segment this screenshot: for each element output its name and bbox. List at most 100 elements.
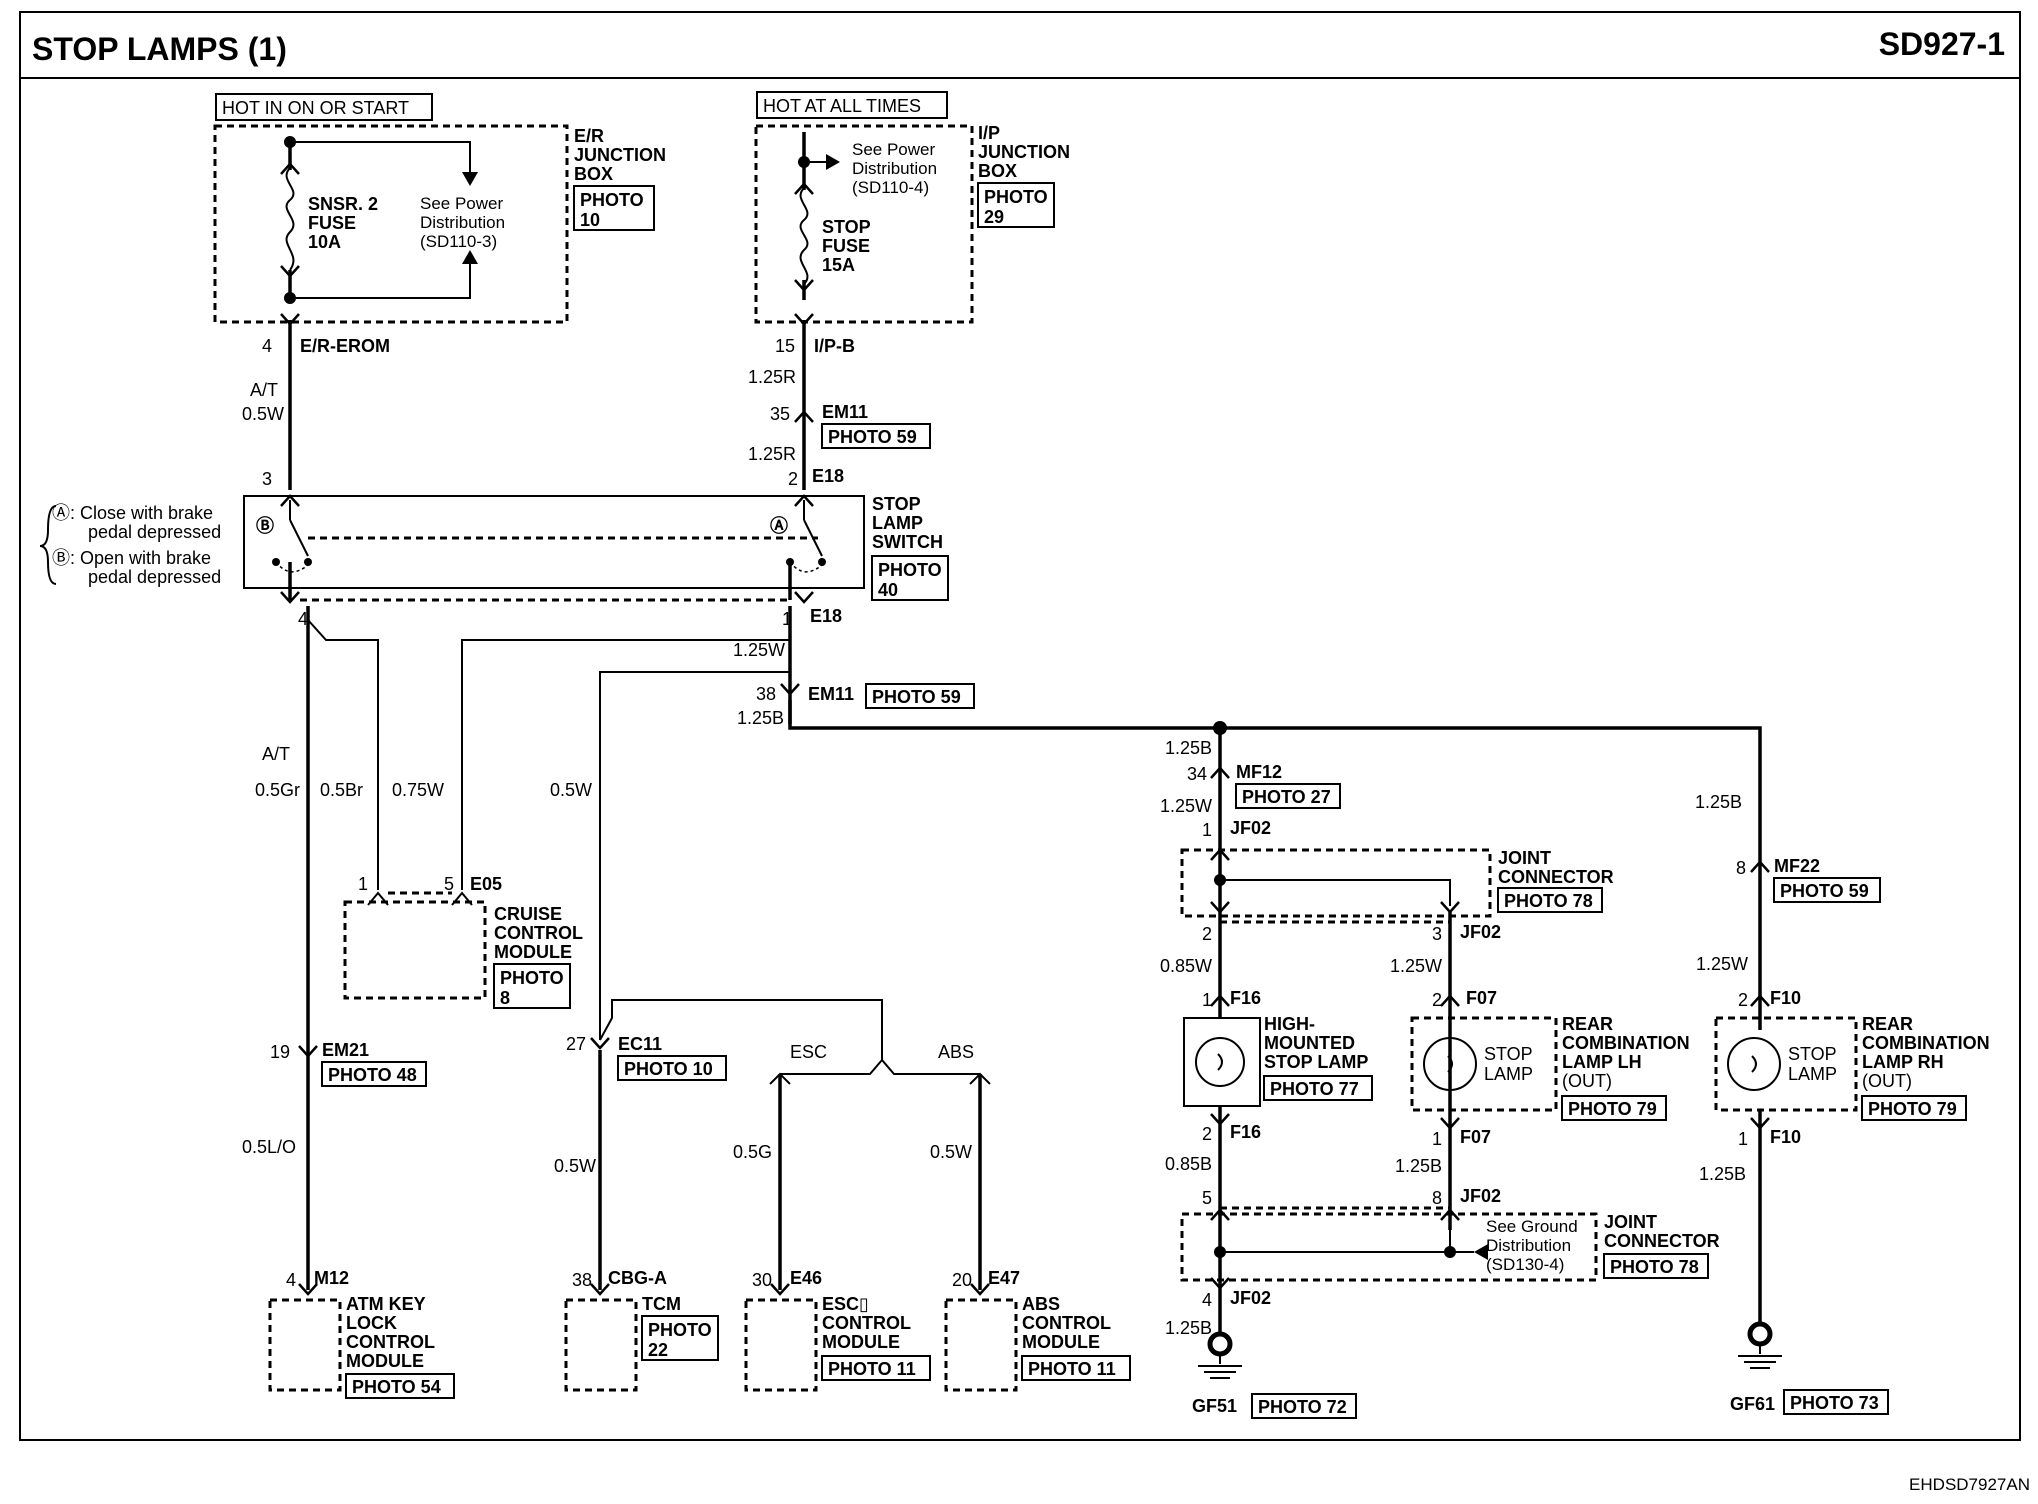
svg-text:COMBINATION: COMBINATION (1862, 1033, 1990, 1053)
svg-text:ABS: ABS (1022, 1294, 1060, 1314)
svg-text:1.25B: 1.25B (1699, 1164, 1746, 1184)
svg-text:0.75W: 0.75W (392, 780, 444, 800)
svg-text:0.5W: 0.5W (554, 1156, 596, 1176)
svg-text:STOP LAMP: STOP LAMP (1264, 1052, 1368, 1072)
svg-text:PHOTO 73: PHOTO 73 (1790, 1393, 1879, 1413)
conn-e46: E46 (790, 1268, 822, 1288)
svg-text:ESC▯: ESC▯ (822, 1294, 869, 1314)
er-box-name-2: JUNCTION (574, 145, 666, 165)
svg-text:JF02: JF02 (1230, 1288, 1271, 1308)
switch-marker-b: Ⓑ (256, 515, 274, 536)
svg-text:ESC: ESC (790, 1042, 827, 1062)
rear-combination-lamp-rh: REAR COMBINATION LAMP RH (OUT) PHOTO 79 (1861, 1014, 1990, 1121)
atm-key-lock-control-module: ATM KEY LOCK CONTROL MODULE PHOTO 54 (345, 1294, 455, 1399)
er-see-power-2: Distribution (420, 213, 505, 232)
svg-text:(OUT): (OUT) (1562, 1071, 1612, 1091)
lh-bulb-icon (1423, 1037, 1477, 1091)
svg-text:JOINT: JOINT (1604, 1212, 1657, 1232)
svg-text:CRUISE: CRUISE (494, 904, 562, 924)
svg-text:1.25W: 1.25W (733, 640, 785, 660)
tcm-module: TCM PHOTO 22 (641, 1294, 719, 1361)
svg-text:1: 1 (1202, 820, 1212, 840)
svg-text:JF02: JF02 (1230, 818, 1271, 838)
svg-text:27: 27 (566, 1034, 586, 1054)
upper-wires: 4 E/R-EROM A/T 0.5W 3 15 I/P-B 1.25R 35 … (242, 312, 931, 490)
svg-text:REAR: REAR (1562, 1014, 1613, 1034)
conn-mf22: MF22 (1774, 856, 1820, 876)
page-title: STOP LAMPS (1) (32, 31, 287, 67)
svg-text:GF61: GF61 (1730, 1394, 1775, 1414)
svg-text:F16: F16 (1230, 988, 1261, 1008)
svg-text:ATM KEY: ATM KEY (346, 1294, 426, 1314)
stop-fuse-label-3: 15A (822, 255, 855, 275)
svg-text:CONTROL: CONTROL (822, 1313, 911, 1333)
svg-text:STOP: STOP (1788, 1044, 1837, 1064)
svg-text:PHOTO 79: PHOTO 79 (1568, 1099, 1657, 1119)
svg-text:LAMP RH: LAMP RH (1862, 1052, 1944, 1072)
svg-text:4: 4 (298, 609, 308, 629)
ground-gf51-icon (1198, 1331, 1242, 1379)
conn-ec11: EC11 (618, 1034, 662, 1054)
ip-box-photo-2: 29 (984, 207, 1004, 227)
svg-text:A/T: A/T (250, 380, 278, 400)
svg-text:1.25W: 1.25W (1390, 956, 1442, 976)
svg-text:CONTROL: CONTROL (494, 923, 583, 943)
er-box-name-1: E/R (574, 126, 604, 146)
svg-text:0.5W: 0.5W (930, 1142, 972, 1162)
svg-text:1.25B: 1.25B (1165, 738, 1212, 758)
see-ground-2: Distribution (1486, 1236, 1571, 1255)
svg-text:PHOTO 11: PHOTO 11 (828, 1359, 916, 1379)
switch-note-a-2: pedal depressed (88, 522, 221, 542)
ip-box-name-3: BOX (978, 161, 1017, 181)
svg-text:F10: F10 (1770, 988, 1801, 1008)
svg-text:1.25R: 1.25R (748, 444, 796, 464)
svg-text:5: 5 (1202, 1188, 1212, 1208)
svg-text:PHOTO 77: PHOTO 77 (1270, 1079, 1359, 1099)
svg-text:2: 2 (1432, 990, 1442, 1010)
ip-see-power-2: Distribution (852, 159, 937, 178)
svg-text:2: 2 (1202, 924, 1212, 944)
svg-text:1.25B: 1.25B (737, 708, 784, 728)
svg-text:CONNECTOR: CONNECTOR (1604, 1231, 1720, 1251)
ip-see-power-1: See Power (852, 140, 935, 159)
ip-see-power-3: (SD110-4) (852, 178, 929, 197)
svg-text:PHOTO: PHOTO (878, 560, 942, 580)
svg-text:0.5G: 0.5G (733, 1142, 772, 1162)
svg-text:LAMP: LAMP (1788, 1064, 1837, 1084)
svg-text:8: 8 (1736, 858, 1746, 878)
svg-text:PHOTO 79: PHOTO 79 (1868, 1099, 1957, 1119)
ip-box-name-2: JUNCTION (978, 142, 1070, 162)
conn-em21: EM21 (322, 1040, 369, 1060)
svg-text:CONTROL: CONTROL (1022, 1313, 1111, 1333)
svg-text:0.85B: 0.85B (1165, 1154, 1212, 1174)
svg-text:F07: F07 (1460, 1127, 1491, 1147)
er-box-photo-2: 10 (580, 210, 600, 230)
snsr2-fuse-label-3: 10A (308, 232, 341, 252)
svg-text:8: 8 (1432, 1188, 1442, 1208)
svg-text:MODULE: MODULE (346, 1351, 424, 1371)
er-box-photo-1: PHOTO (580, 190, 644, 210)
diagram-frame (19, 11, 2021, 1441)
svg-text:E18: E18 (812, 466, 844, 486)
high-mounted-stop-lamp: HIGH- MOUNTED STOP LAMP PHOTO 77 (1263, 1014, 1373, 1101)
svg-text:0.5W: 0.5W (550, 780, 592, 800)
svg-text:MOUNTED: MOUNTED (1264, 1033, 1355, 1053)
hot-label-ign: HOT IN ON OR START (222, 98, 409, 118)
svg-text:19: 19 (270, 1042, 290, 1062)
right-wires: 1.25B 34 MF12 PHOTO 27 1.25W 1 JF02 JOIN… (1160, 721, 1990, 1419)
svg-text:PHOTO 72: PHOTO 72 (1258, 1397, 1347, 1417)
svg-text:PHOTO: PHOTO (500, 968, 564, 988)
cruise-control-module: CRUISE CONTROL MODULE PHOTO 8 (493, 904, 583, 1009)
svg-text:HIGH-: HIGH- (1264, 1014, 1315, 1034)
svg-text:PHOTO 11: PHOTO 11 (1028, 1359, 1116, 1379)
svg-text:20: 20 (952, 1270, 972, 1290)
svg-text:GF51: GF51 (1192, 1396, 1237, 1416)
svg-text:MODULE: MODULE (494, 942, 572, 962)
svg-text:4: 4 (286, 1270, 296, 1290)
svg-text:ABS: ABS (938, 1042, 974, 1062)
ip-junction-box: HOT AT ALL TIMES I/P JUNCTION BOX PHOTO … (754, 91, 1070, 324)
svg-text:(OUT): (OUT) (1862, 1071, 1912, 1091)
fuse-symbol (285, 167, 295, 271)
see-ground-3: (SD130-4) (1486, 1255, 1564, 1274)
